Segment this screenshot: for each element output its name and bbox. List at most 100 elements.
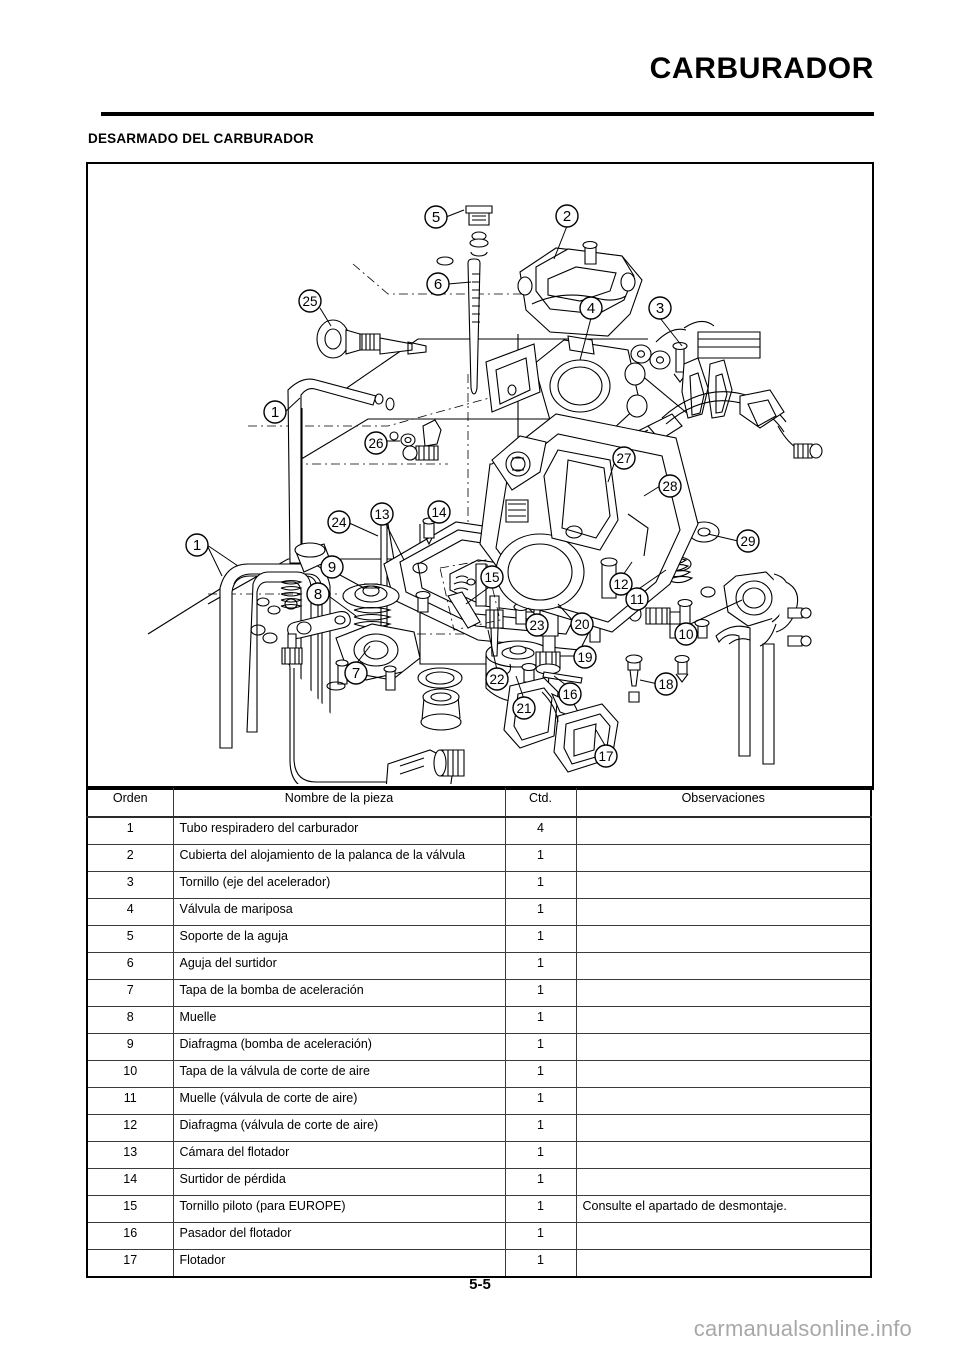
table-row: 1 Tubo respiradero del carburador 4	[86, 816, 872, 845]
table-row: 14 Surtidor de pérdida 1	[86, 1168, 872, 1196]
cell-ctd: 1	[504, 1033, 577, 1061]
cell-ctd: 1	[504, 1060, 577, 1088]
svg-text:23: 23	[529, 618, 544, 633]
cell-observaciones	[575, 816, 872, 845]
cell-observaciones	[575, 898, 872, 926]
cell-nombre: Válvula de mariposa	[172, 898, 506, 926]
callout-29: 29	[736, 529, 760, 553]
svg-text:5: 5	[432, 209, 440, 226]
cell-orden: 5	[86, 925, 174, 953]
cell-nombre: Aguja del surtidor	[172, 952, 506, 980]
cell-orden: 7	[86, 979, 174, 1007]
cell-nombre: Tornillo piloto (para EUROPE)	[172, 1195, 506, 1223]
parts-table: Orden Nombre de la pieza Ctd. Observacio…	[86, 786, 872, 1278]
svg-text:20: 20	[574, 617, 589, 632]
part-throttle-shaft-screw	[655, 320, 761, 383]
svg-text:3: 3	[656, 300, 664, 317]
part-starter-plunger	[316, 319, 427, 359]
part-accel-pump-cover	[326, 623, 421, 691]
cell-observaciones	[575, 1006, 872, 1034]
svg-text:17: 17	[598, 749, 613, 764]
callout-18: 18	[654, 672, 678, 696]
cell-nombre: Surtidor de pérdida	[172, 1168, 506, 1196]
svg-text:18: 18	[658, 677, 673, 692]
cell-orden: 15	[86, 1195, 174, 1223]
svg-text:7: 7	[352, 665, 360, 682]
callout-21: 21	[512, 696, 536, 720]
cell-nombre: Tapa de la válvula de corte de aire	[172, 1060, 506, 1088]
table-row: 11 Muelle (válvula de corte de aire) 1	[86, 1087, 872, 1115]
svg-text:11: 11	[630, 592, 644, 607]
part-small-spring	[280, 579, 303, 609]
svg-text:22: 22	[489, 672, 504, 687]
callout-19: 19	[573, 645, 597, 669]
callout-17: 17	[594, 744, 618, 768]
cell-orden: 3	[86, 871, 174, 899]
callout-15: 15	[480, 565, 504, 589]
cell-observaciones	[575, 925, 872, 953]
callout-1-lower: 1	[185, 533, 209, 557]
table-row: 15 Tornillo piloto (para EUROPE) 1 Consu…	[86, 1195, 872, 1223]
part-throttle-valve	[485, 335, 648, 431]
page-title: CARBURADOR	[649, 52, 874, 85]
cell-nombre: Diafragma (válvula de corte de aire)	[172, 1114, 506, 1142]
callout-14: 14	[427, 500, 451, 524]
cell-ctd: 1	[504, 1195, 577, 1223]
cell-orden: 13	[86, 1141, 174, 1169]
table-row: 4 Válvula de mariposa 1	[86, 898, 872, 926]
svg-text:26: 26	[368, 436, 383, 451]
cell-nombre: Muelle	[172, 1006, 506, 1034]
svg-text:15: 15	[484, 570, 499, 585]
callout-12: 12	[609, 572, 633, 596]
svg-text:19: 19	[577, 650, 592, 665]
part-pilot-screw-europe	[439, 559, 501, 631]
part-fuel-fitting	[385, 749, 465, 784]
cell-ctd: 4	[504, 816, 577, 845]
cell-orden: 11	[86, 1087, 174, 1115]
carburetor-exploded-diagram: 5 2 6 4 3 25 1 26 27 28 29 24 13 14 1 9 …	[86, 162, 874, 790]
part-carburetor-body	[479, 413, 699, 633]
table-row: 12 Diafragma (válvula de corte de aire) …	[86, 1114, 872, 1142]
header-divider	[101, 112, 874, 116]
svg-text:4: 4	[587, 300, 595, 317]
svg-text:12: 12	[613, 577, 628, 592]
cell-ctd: 1	[504, 844, 577, 872]
callout-2: 2	[555, 204, 579, 228]
cell-nombre: Diafragma (bomba de aceleración)	[172, 1033, 506, 1061]
cell-nombre: Cámara del flotador	[172, 1141, 506, 1169]
cell-nombre: Muelle (válvula de corte de aire)	[172, 1087, 506, 1115]
table-row: 7 Tapa de la bomba de aceleración 1	[86, 979, 872, 1007]
cell-orden: 6	[86, 952, 174, 980]
svg-text:24: 24	[331, 515, 347, 530]
table-row: 2 Cubierta del alojamiento de la palanca…	[86, 844, 872, 872]
part-air-cut-valve-cover	[700, 571, 812, 647]
svg-text:25: 25	[302, 294, 317, 309]
callout-6: 6	[426, 272, 450, 296]
cell-ctd: 1	[504, 952, 577, 980]
callout-13: 13	[370, 502, 394, 526]
column-header-observaciones: Observaciones	[575, 786, 872, 818]
callout-bubbles: 5 2 6 4 3 25 1 26 27 28 29 24 13 14 1 9 …	[185, 204, 760, 768]
part-breather-hose-right	[715, 625, 775, 765]
callout-10: 10	[674, 622, 698, 646]
cell-orden: 14	[86, 1168, 174, 1196]
callout-8: 8	[306, 582, 330, 606]
cell-ctd: 1	[504, 1006, 577, 1034]
svg-text:1: 1	[271, 404, 279, 421]
svg-text:14: 14	[431, 505, 447, 520]
cell-orden: 1	[86, 816, 174, 845]
callout-3: 3	[648, 296, 672, 320]
cell-orden: 16	[86, 1222, 174, 1250]
cell-orden: 10	[86, 1060, 174, 1088]
part-throttle-levers	[681, 357, 733, 419]
cell-observaciones	[575, 952, 872, 980]
callout-28: 28	[658, 474, 682, 498]
callout-27: 27	[612, 446, 636, 470]
cell-orden: 17	[86, 1249, 174, 1278]
cell-nombre: Tornillo (eje del acelerador)	[172, 871, 506, 899]
part-small-fitting	[389, 419, 442, 461]
table-header-row: Orden Nombre de la pieza Ctd. Observacio…	[86, 786, 872, 818]
svg-text:8: 8	[314, 586, 322, 603]
cell-orden: 9	[86, 1033, 174, 1061]
carburetor-diagram-svg: 5 2 6 4 3 25 1 26 27 28 29 24 13 14 1 9 …	[147, 204, 823, 784]
